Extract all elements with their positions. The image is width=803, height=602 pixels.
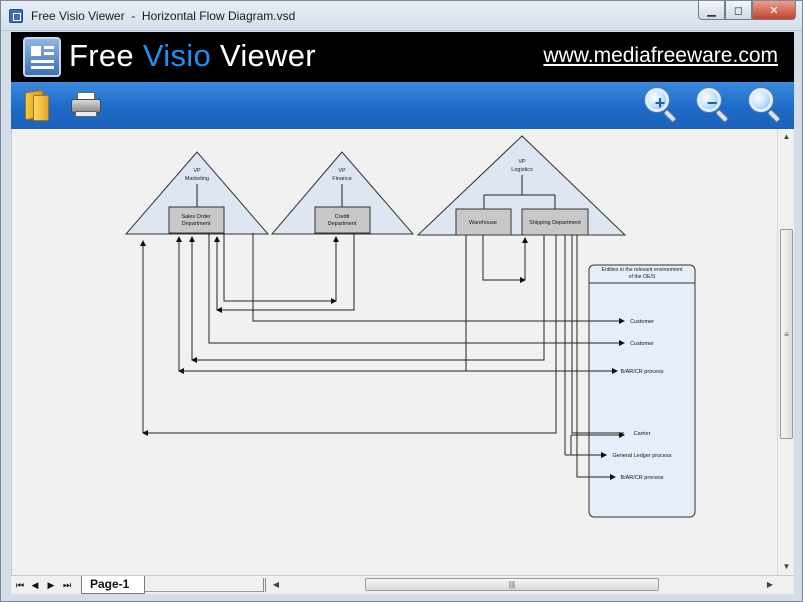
vertical-scroll-thumb[interactable]: ≡ <box>780 229 793 439</box>
page-navigation-bar: ⏮ ◀ ▶ ⏭ Page-1 ◀ ||| ▶ <box>11 575 794 594</box>
sales-order-box[interactable] <box>168 206 225 234</box>
marketing-heading-2: Marketing <box>185 176 209 182</box>
title-bar[interactable]: Free Visio Viewer - Horizontal Flow Diag… <box>1 1 802 31</box>
visio-logo-icon <box>23 37 61 77</box>
scroll-up-icon[interactable]: ▲ <box>782 132 791 141</box>
zoom-in-symbol: + <box>654 93 666 113</box>
zoom-in-icon[interactable]: + <box>643 86 681 124</box>
diagram-canvas[interactable]: VP Marketing VP Finance VP Logistics Sal… <box>11 129 777 575</box>
brand-title: Free Visio Viewer <box>69 38 316 74</box>
credit-label-2: Department <box>328 221 357 227</box>
entity-general-ledger: General Ledger process <box>612 453 671 459</box>
horizontal-scroll-thumb[interactable]: ||| <box>365 578 659 591</box>
finance-heading-1: VP <box>338 168 346 174</box>
brand-banner: Free Visio Viewer www.mediafreeware.com <box>11 32 794 82</box>
scroll-down-icon[interactable]: ▼ <box>782 562 791 571</box>
sales-order-label-1: Sales Order <box>181 214 211 220</box>
zoom-out-symbol: − <box>706 93 718 113</box>
credit-label-1: Credit <box>335 214 350 220</box>
logistics-heading-2: Logistics <box>511 167 533 173</box>
shipping-label: Shipping Department <box>529 220 581 226</box>
entity-customer-2: Customer <box>630 341 654 347</box>
toolbar: + − <box>11 82 794 129</box>
zoom-fit-icon[interactable] <box>747 86 785 124</box>
brand-accent: Visio <box>142 38 211 73</box>
open-folder-icon[interactable] <box>21 87 57 123</box>
entities-title-2: of the OE/S <box>629 274 656 280</box>
logistics-heading-1: VP <box>518 159 526 165</box>
brand-prefix: Free <box>69 38 143 73</box>
previous-page-icon[interactable]: ◀ <box>31 580 39 590</box>
tab-strip <box>145 578 263 592</box>
entity-customer-1: Customer <box>630 319 654 325</box>
window-title: Free Visio Viewer - Horizontal Flow Diag… <box>31 9 296 23</box>
horizontal-scrollbar[interactable]: ◀ ||| ▶ <box>269 577 777 593</box>
zoom-out-icon[interactable]: − <box>695 86 733 124</box>
credit-box[interactable] <box>314 206 371 234</box>
vertical-scrollbar[interactable]: ▲ ≡ ▼ <box>777 129 794 575</box>
maximize-button[interactable]: ◻ <box>725 1 752 20</box>
window-controls: ▁ ◻ ✕ <box>698 1 796 20</box>
next-page-icon[interactable]: ▶ <box>47 580 55 590</box>
last-page-icon[interactable]: ⏭ <box>62 580 72 590</box>
warehouse-box[interactable] <box>455 208 512 236</box>
sales-order-label-2: Department <box>182 221 211 227</box>
marketing-heading-1: VP <box>193 168 201 174</box>
finance-heading-2: Finance <box>332 176 352 182</box>
tab-page-1[interactable]: Page-1 <box>81 576 145 594</box>
entity-bar-cr-1: B/AR/CR process <box>620 369 663 375</box>
scroll-right-icon[interactable]: ▶ <box>766 580 774 589</box>
shipping-box[interactable] <box>521 208 589 236</box>
first-page-icon[interactable]: ⏮ <box>15 580 25 590</box>
website-link[interactable]: www.mediafreeware.com <box>543 44 778 67</box>
scroll-left-icon[interactable]: ◀ <box>272 580 280 589</box>
entities-panel[interactable] <box>588 264 696 518</box>
warehouse-label: Warehouse <box>469 220 497 226</box>
entities-title-1: Entities in the relevant environment <box>601 267 683 273</box>
printer-icon[interactable] <box>67 87 103 123</box>
splitter-handle[interactable] <box>263 578 266 592</box>
entity-bar-cr-2: B/AR/CR process <box>620 475 663 481</box>
entity-carrier: Carrier <box>634 431 651 437</box>
brand-suffix: Viewer <box>211 38 316 73</box>
flow-diagram: VP Marketing VP Finance VP Logistics Sal… <box>124 135 696 518</box>
close-button[interactable]: ✕ <box>752 1 796 20</box>
app-icon <box>9 9 23 23</box>
minimize-button[interactable]: ▁ <box>698 1 725 20</box>
